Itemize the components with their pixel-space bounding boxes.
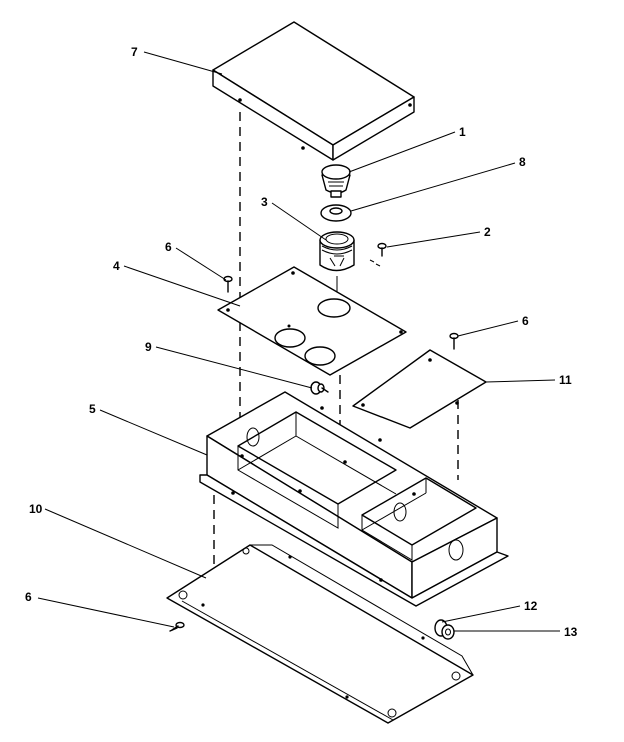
part-4-mounting-plate bbox=[217, 266, 407, 376]
callout-3: 3 bbox=[261, 195, 268, 209]
callout-9: 9 bbox=[145, 340, 152, 354]
part-13-nut bbox=[441, 624, 455, 640]
callout-6b: 6 bbox=[522, 314, 529, 328]
part-2-screw bbox=[369, 242, 387, 267]
callout-1: 1 bbox=[459, 125, 466, 139]
part-11-cover-plate bbox=[352, 349, 487, 429]
callout-6a: 6 bbox=[165, 240, 172, 254]
part-6-screw-a bbox=[223, 275, 233, 293]
callout-6c: 6 bbox=[25, 590, 32, 604]
callout-13: 13 bbox=[564, 625, 578, 639]
part-8-nut bbox=[320, 204, 352, 222]
part-9-connector bbox=[310, 381, 329, 395]
part-6-screw-b bbox=[449, 332, 459, 350]
callout-5: 5 bbox=[89, 402, 96, 416]
callout-12: 12 bbox=[524, 599, 538, 613]
part-10-bottom-plate bbox=[166, 544, 474, 724]
part-3-switch-holder bbox=[319, 231, 355, 294]
callouts: 7 1 8 3 2 6 4 6 9 11 5 10 6 12 13 bbox=[25, 45, 578, 639]
callout-7: 7 bbox=[131, 45, 138, 59]
part-1-knob bbox=[321, 164, 351, 198]
part-7-top-cover bbox=[212, 21, 415, 161]
callout-2: 2 bbox=[484, 225, 491, 239]
callout-8: 8 bbox=[519, 155, 526, 169]
leader-lines bbox=[37, 51, 560, 632]
callout-10: 10 bbox=[29, 502, 43, 516]
part-5-electrical-box bbox=[199, 391, 509, 607]
part-6-screw-c bbox=[169, 621, 185, 632]
callout-11: 11 bbox=[559, 373, 572, 387]
callout-4: 4 bbox=[113, 259, 120, 273]
